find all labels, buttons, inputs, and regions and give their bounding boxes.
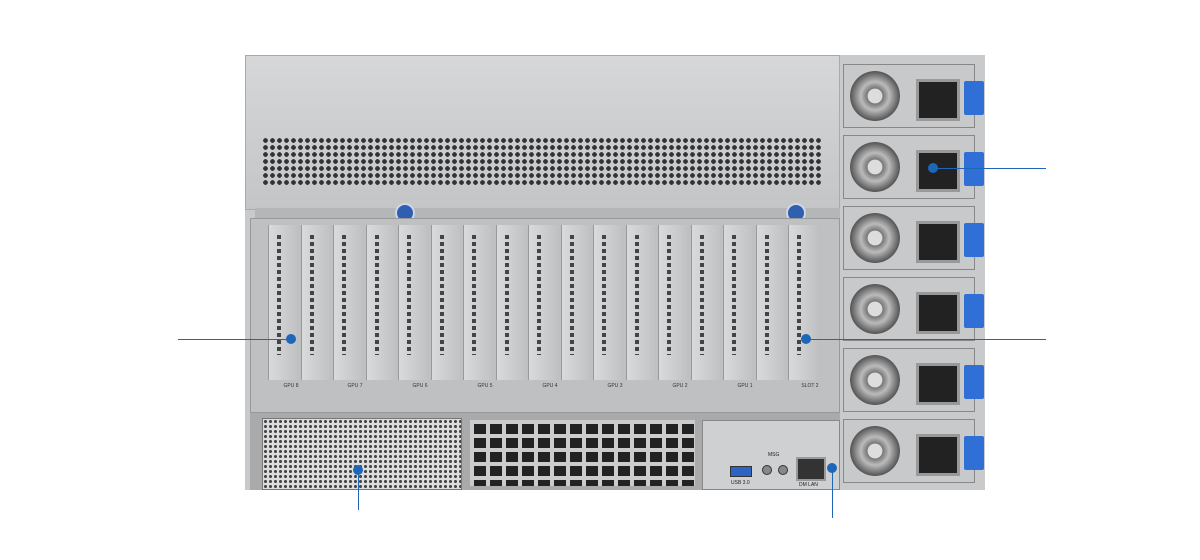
fan-icon [850,71,900,121]
power-inlet [916,221,960,263]
pcie-bracket [755,225,785,380]
fan-icon [850,142,900,192]
callout-line [358,470,359,510]
led-indicator [778,465,788,475]
power-inlet [916,292,960,334]
slot-label: GPU 3 [607,383,623,389]
psu-latch[interactable] [964,152,984,186]
pcie-bracket [333,225,362,380]
slot-label: GPU 7 [347,383,363,389]
msg-button[interactable] [762,465,772,475]
callout-dot[interactable] [827,463,837,473]
fan-icon [850,284,900,334]
slot-label: GPU 8 [283,383,299,389]
callout-dot[interactable] [353,465,363,475]
power-inlet [916,150,960,192]
lan-port[interactable] [796,457,826,481]
pcie-bracket [788,225,817,380]
pcie-bracket [723,225,752,380]
callout-line [933,168,1046,169]
psu-latch[interactable] [964,81,984,115]
psu-latch[interactable] [964,294,984,328]
fan-icon [850,355,900,405]
power-inlet [916,434,960,476]
callout-line [832,468,833,518]
power-supply [843,206,984,270]
pcie-bracket [365,225,395,380]
callout-dot[interactable] [286,334,296,344]
power-supply [843,64,984,128]
slot-label: SLOT 2 [801,383,819,389]
callout-dot[interactable] [801,334,811,344]
power-supply [843,277,984,341]
pcie-bracket [560,225,590,380]
pcie-bracket [430,225,460,380]
power-inlet [916,363,960,405]
slot-label: GPU 1 [737,383,753,389]
power-inlet [916,79,960,121]
pcie-bracket [463,225,492,380]
pcie-bracket [528,225,557,380]
usb-port[interactable] [730,466,752,477]
psu-latch[interactable] [964,365,984,399]
psu-latch[interactable] [964,223,984,257]
pcie-bracket [625,225,655,380]
callout-line [806,339,1046,340]
fan-icon [850,426,900,476]
power-supply [843,135,984,199]
slot-label: GPU 5 [477,383,493,389]
storage-vent [470,420,695,486]
psu-latch[interactable] [964,436,984,470]
pcie-bracket [690,225,720,380]
top-panel [245,55,840,210]
pcie-bracket [398,225,427,380]
power-supply [843,419,984,483]
pcie-bracket [300,225,330,380]
pcie-bracket [495,225,525,380]
fan-icon [850,213,900,263]
lan-label: DM LAN [799,482,818,488]
slot-label: GPU 6 [412,383,428,389]
callout-line [178,339,291,340]
msg-label: MSG [768,452,780,458]
pcie-bracket [658,225,687,380]
vent-grille [262,137,822,185]
power-supply [843,348,984,412]
callout-dot[interactable] [928,163,938,173]
slot-label: GPU 2 [672,383,688,389]
riser-module [262,418,462,490]
pcie-bracket [593,225,622,380]
pcie-bracket [268,225,297,380]
slot-label: GPU 4 [542,383,558,389]
usb-label: USB 3.0 [731,480,750,486]
